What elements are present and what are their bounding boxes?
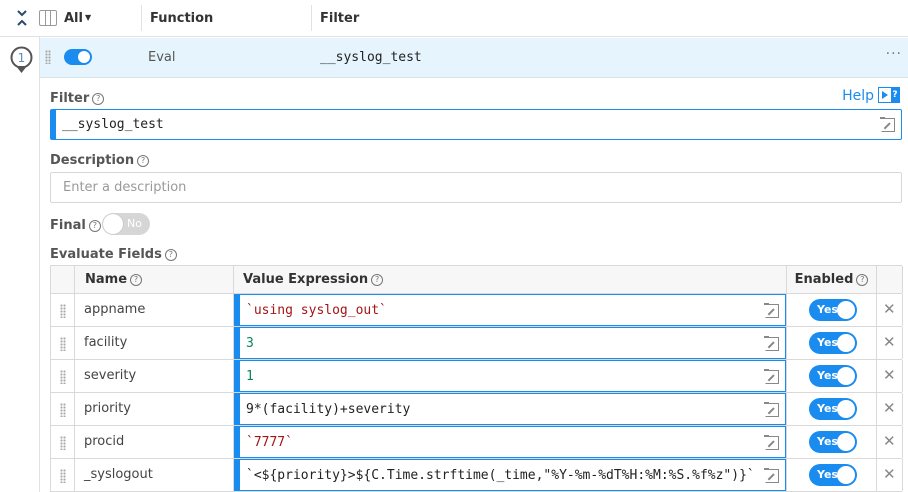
help-circle-icon[interactable]: ?: [137, 155, 150, 167]
value-expression-input[interactable]: 1: [234, 360, 786, 392]
table-row: procid `7777` Yes ✕: [51, 426, 903, 459]
enabled-toggle[interactable]: Yes: [809, 365, 857, 387]
evaluate-fields-table: Name? Value Expression? Enabled? appname…: [50, 265, 903, 492]
drag-handle-icon[interactable]: [60, 436, 66, 450]
table-row: severity 1 Yes ✕: [51, 360, 903, 393]
field-name[interactable]: facility: [84, 335, 128, 350]
value-expression-input[interactable]: 3: [234, 327, 786, 359]
expand-editor-icon[interactable]: [764, 369, 779, 384]
drag-handle-icon[interactable]: [45, 50, 51, 64]
pipeline-header: All▼ Function Filter: [0, 0, 908, 37]
column-divider: [141, 5, 142, 31]
field-name[interactable]: appname: [84, 302, 146, 317]
expand-editor-icon[interactable]: [764, 468, 779, 483]
svg-text:1: 1: [18, 51, 26, 65]
columns-icon[interactable]: [39, 10, 57, 26]
caret-down-icon: ▼: [84, 13, 92, 22]
delete-row-icon[interactable]: ✕: [883, 399, 896, 417]
table-row: appname `using syslog_out` Yes ✕: [51, 294, 903, 327]
enabled-toggle[interactable]: Yes: [809, 398, 857, 420]
evaluate-fields-label: Evaluate Fields?: [50, 247, 177, 262]
description-label: Description?: [50, 153, 150, 168]
expand-editor-icon[interactable]: [764, 303, 779, 318]
help-circle-icon[interactable]: ?: [371, 274, 384, 286]
help-panel-icon: ?: [878, 87, 900, 103]
drag-handle-icon[interactable]: [60, 304, 66, 318]
description-input[interactable]: Enter a description: [50, 172, 902, 203]
collapse-all-icon[interactable]: [15, 8, 29, 28]
delete-row-icon[interactable]: ✕: [883, 366, 896, 384]
field-name[interactable]: priority: [84, 401, 131, 416]
function-enabled-toggle[interactable]: [64, 49, 92, 65]
field-name[interactable]: _syslogout: [84, 467, 153, 482]
value-expression-input[interactable]: `7777`: [234, 426, 786, 458]
final-toggle[interactable]: No: [102, 213, 150, 235]
delete-row-icon[interactable]: ✕: [883, 465, 896, 483]
filter-input[interactable]: __syslog_test: [50, 109, 902, 140]
drag-handle-icon[interactable]: [60, 370, 66, 384]
drag-handle-icon[interactable]: [60, 469, 66, 483]
drag-handle-icon[interactable]: [60, 337, 66, 351]
function-name: Eval: [148, 50, 176, 65]
help-circle-icon[interactable]: ?: [88, 220, 101, 232]
column-divider: [311, 5, 312, 31]
table-row: _syslogout `<${priority}>${C.Time.strfti…: [51, 459, 903, 492]
enabled-toggle[interactable]: Yes: [809, 332, 857, 354]
value-expression-input[interactable]: `using syslog_out`: [234, 294, 786, 326]
value-expression-input[interactable]: 9*(facility)+severity: [234, 393, 786, 425]
final-label: Final?: [50, 218, 101, 233]
expand-editor-icon[interactable]: [764, 435, 779, 450]
expand-editor-icon[interactable]: [764, 402, 779, 417]
help-link[interactable]: Help?: [842, 87, 900, 104]
enabled-toggle[interactable]: Yes: [809, 464, 857, 486]
enabled-toggle[interactable]: Yes: [809, 299, 857, 321]
help-circle-icon[interactable]: ?: [130, 274, 143, 286]
step-line: [39, 37, 40, 492]
more-options-icon[interactable]: ···: [885, 46, 902, 62]
field-name[interactable]: severity: [84, 368, 137, 383]
delete-row-icon[interactable]: ✕: [883, 333, 896, 351]
filter-label: Filter?: [50, 91, 105, 106]
step-number-marker: 1: [10, 46, 33, 73]
function-filter: __syslog_test: [320, 50, 422, 65]
column-header-filter: Filter: [320, 11, 360, 26]
value-expression-input[interactable]: `<${priority}>${C.Time.strftime(_time,"%…: [234, 459, 786, 491]
delete-row-icon[interactable]: ✕: [883, 300, 896, 318]
table-header: Name? Value Expression? Enabled?: [51, 266, 903, 294]
help-circle-icon[interactable]: ?: [92, 93, 105, 105]
expand-editor-icon[interactable]: [764, 336, 779, 351]
table-row: priority 9*(facility)+severity Yes ✕: [51, 393, 903, 426]
drag-handle-icon[interactable]: [60, 403, 66, 417]
field-name[interactable]: procid: [84, 434, 125, 449]
table-row: facility 3 Yes ✕: [51, 327, 903, 360]
help-circle-icon[interactable]: ?: [856, 274, 869, 286]
enabled-toggle[interactable]: Yes: [809, 431, 857, 453]
help-circle-icon[interactable]: ?: [164, 249, 177, 261]
all-dropdown[interactable]: All▼: [64, 11, 92, 26]
expand-editor-icon[interactable]: [880, 117, 895, 132]
column-header-function: Function: [150, 11, 214, 26]
delete-row-icon[interactable]: ✕: [883, 432, 896, 450]
function-row[interactable]: Eval __syslog_test ···: [40, 38, 908, 78]
